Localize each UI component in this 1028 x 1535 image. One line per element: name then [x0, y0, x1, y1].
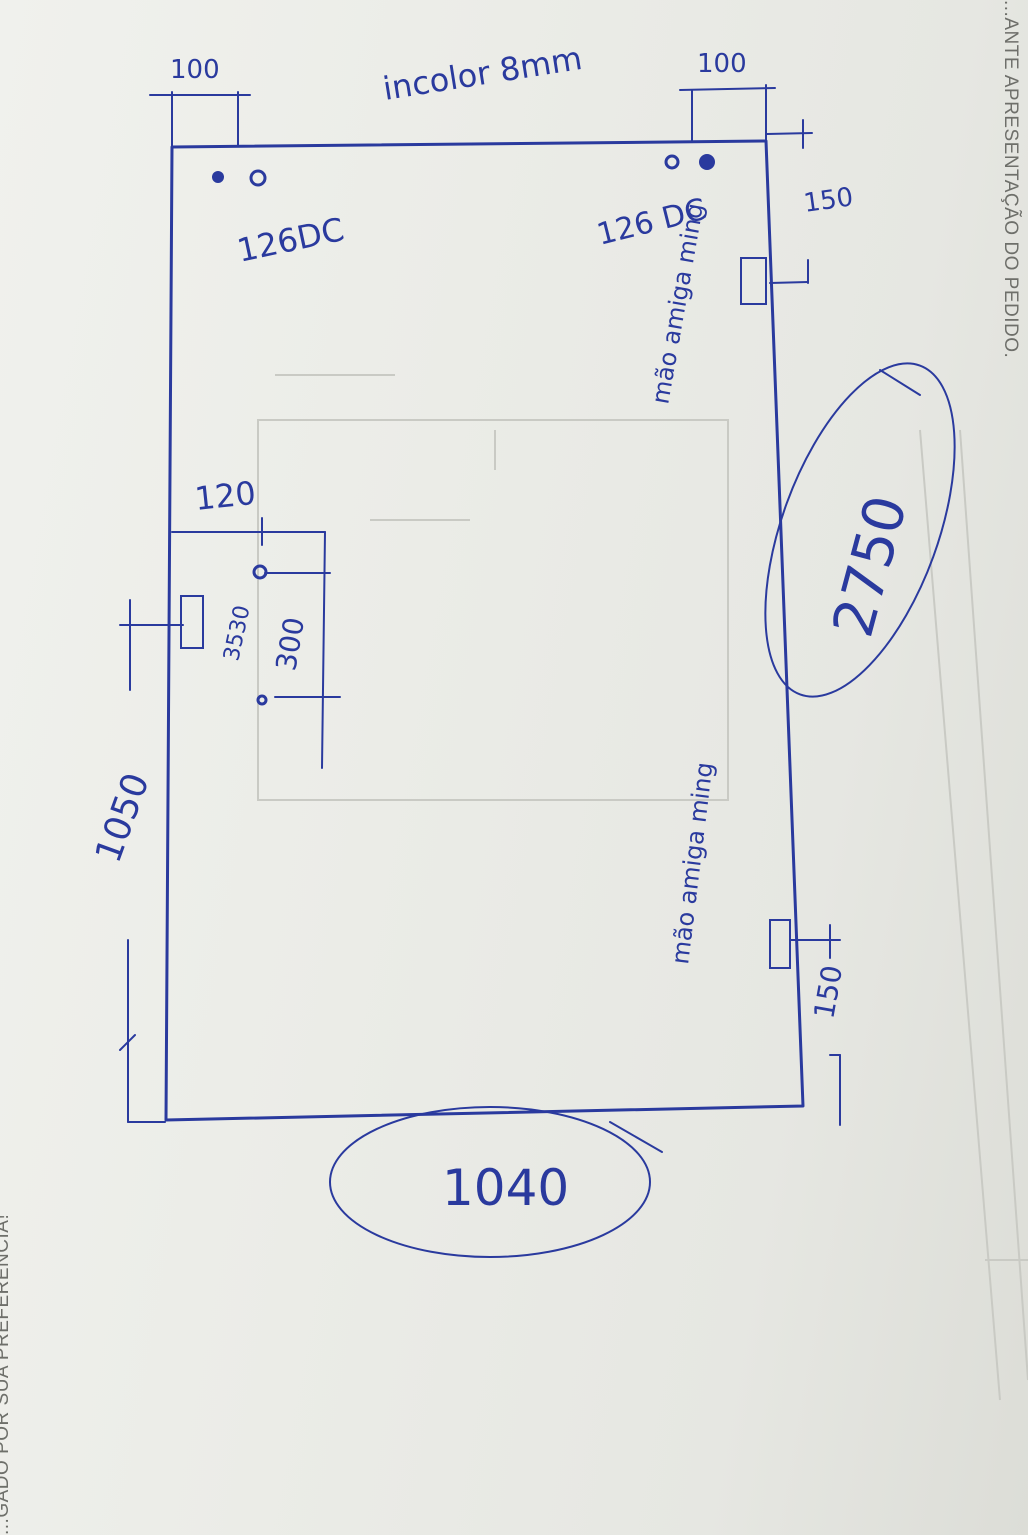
right-lower-hinge	[769, 919, 841, 1126]
door-outline	[164, 139, 805, 1122]
left-edge-print: ...GADO POR SUA PREFERÊNCIA!	[0, 1214, 13, 1535]
hinge-top-left-label: 126DC	[234, 210, 348, 270]
width-label: 1040	[442, 1159, 569, 1217]
top-left-offset-label: 100	[170, 55, 220, 85]
right-upper-hinge	[740, 257, 809, 305]
left-height-label: 1050	[88, 768, 158, 868]
handle-offset-label: 120	[193, 474, 258, 518]
top-right-dimension	[679, 84, 813, 149]
right-bottom-gap-label: 150	[807, 963, 849, 1021]
top-right-hinge-holes	[664, 154, 715, 170]
background-print	[257, 374, 1028, 1401]
lower-hinge-note: mão amiga ming	[666, 761, 719, 966]
handle-dimensions	[119, 517, 341, 1123]
top-left-dimension	[149, 91, 251, 148]
right-top-gap-label: 150	[802, 182, 855, 219]
handle-spacing-label: 300	[269, 615, 311, 673]
height-label: 2750	[821, 489, 921, 643]
height-circle	[764, 362, 956, 698]
glass-spec-label: incolor 8mm	[380, 39, 584, 108]
top-left-hinge-holes	[212, 169, 267, 187]
top-edge-print: ...ANTE APRESENTAÇÃO DO PEDIDO.	[1000, 0, 1022, 358]
top-right-offset-label: 100	[697, 49, 747, 79]
width-circle	[329, 1106, 651, 1258]
handle-holes	[252, 564, 268, 706]
handle-code-label: 3530	[219, 603, 255, 663]
